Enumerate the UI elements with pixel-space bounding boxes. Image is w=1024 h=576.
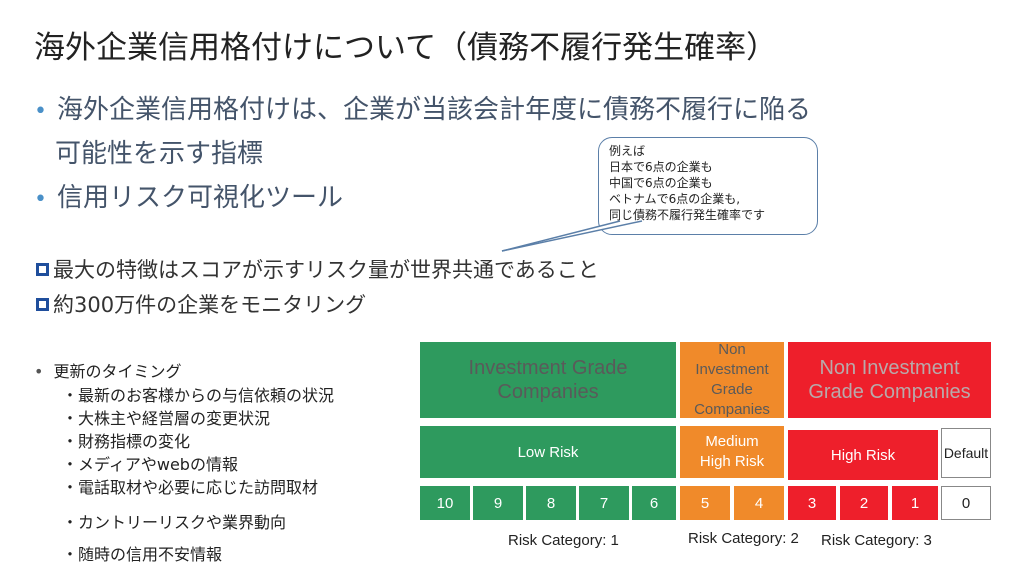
callout-line: 中国で6点の企業も xyxy=(609,176,713,190)
update-item: ・メディアやwebの情報 xyxy=(62,455,238,474)
page-title: 海外企業信用格付けについて（債務不履行発生確率） xyxy=(34,30,778,66)
bullet-text: 信用リスク可視化ツール xyxy=(56,183,343,213)
feature-text: 約300万件の企業をモニタリング xyxy=(53,293,367,317)
square-bullet-icon xyxy=(36,297,49,311)
header-text: Investment Grade Companies xyxy=(468,357,628,403)
header-text: Non Investment Grade Companies xyxy=(808,357,971,403)
score-cell: 2 xyxy=(840,486,888,520)
callout-line: 同じ債務不履行発生確率です xyxy=(609,208,766,222)
score-cell: 9 xyxy=(473,486,523,520)
bullet-tool: • 信用リスク可視化ツール xyxy=(34,177,343,214)
update-item: ・最新のお客様からの与信依頼の状況 xyxy=(62,386,335,405)
bullet-text: 海外企業信用格付けは、企業が当該会計年度に債務不履行に陥る xyxy=(56,95,811,125)
bullet-definition: • 海外企業信用格付けは、企業が当該会計年度に債務不履行に陥る xyxy=(34,89,811,126)
header-text: Non Investment Grade Companies xyxy=(694,341,770,418)
update-item: ・電話取材や必要に応じた訪問取材 xyxy=(62,478,319,497)
score-cell: 5 xyxy=(680,486,730,520)
category-label: Risk Category: 3 xyxy=(821,532,932,549)
header-non-investment-grade-high: Non Investment Grade Companies xyxy=(788,342,991,418)
update-item: ・大株主や経営層の変更状況 xyxy=(62,409,271,428)
bullet-definition-cont: 可能性を示す指標 xyxy=(55,139,264,169)
score-cell: 10 xyxy=(420,486,470,520)
update-item: ・カントリーリスクや業界動向 xyxy=(62,513,287,532)
category-label: Risk Category: 2 xyxy=(688,530,799,547)
category-label: Risk Category: 1 xyxy=(508,532,619,549)
score-cell-default: 0 xyxy=(941,486,991,520)
score-cell: 8 xyxy=(526,486,576,520)
callout-line: 日本で6点の企業も xyxy=(609,160,713,174)
bullet-dot: • xyxy=(34,187,47,212)
score-cell: 7 xyxy=(579,486,629,520)
score-cell: 1 xyxy=(892,486,938,520)
callout-line: 例えば xyxy=(609,144,646,158)
callout-pointer xyxy=(501,220,643,252)
square-bullet-icon xyxy=(36,262,49,276)
score-cell: 6 xyxy=(632,486,676,520)
header-non-investment-grade-medium: Non Investment Grade Companies xyxy=(680,341,784,418)
feature-text: 最大の特徴はスコアが示すリスク量が世界共通であること xyxy=(53,258,599,282)
header-investment-grade: Investment Grade Companies xyxy=(420,342,676,418)
bullet-dot: • xyxy=(34,99,47,124)
feature-monitoring: 約300万件の企業をモニタリング xyxy=(36,289,366,319)
band-medium-high-risk: Medium High Risk xyxy=(680,426,784,478)
score-cell: 4 xyxy=(734,486,784,520)
callout-line: ベトナムで6点の企業も, xyxy=(609,192,741,206)
band-default: Default xyxy=(941,428,991,478)
feature-global-score: 最大の特徴はスコアが示すリスク量が世界共通であること xyxy=(36,254,599,284)
update-heading: • 更新のタイミング xyxy=(34,358,181,382)
update-item: ・随時の信用不安情報 xyxy=(62,545,223,564)
score-cell: 3 xyxy=(788,486,836,520)
callout-bubble: 例えば 日本で6点の企業も 中国で6点の企業も ベトナムで6点の企業も, 同じ債… xyxy=(598,137,820,237)
update-item: ・財務指標の変化 xyxy=(62,432,191,451)
bullet-dot: • xyxy=(34,362,44,381)
update-heading-text: 更新のタイミング xyxy=(53,362,182,381)
band-high-risk: High Risk xyxy=(788,430,938,480)
band-low-risk: Low Risk xyxy=(420,426,676,478)
